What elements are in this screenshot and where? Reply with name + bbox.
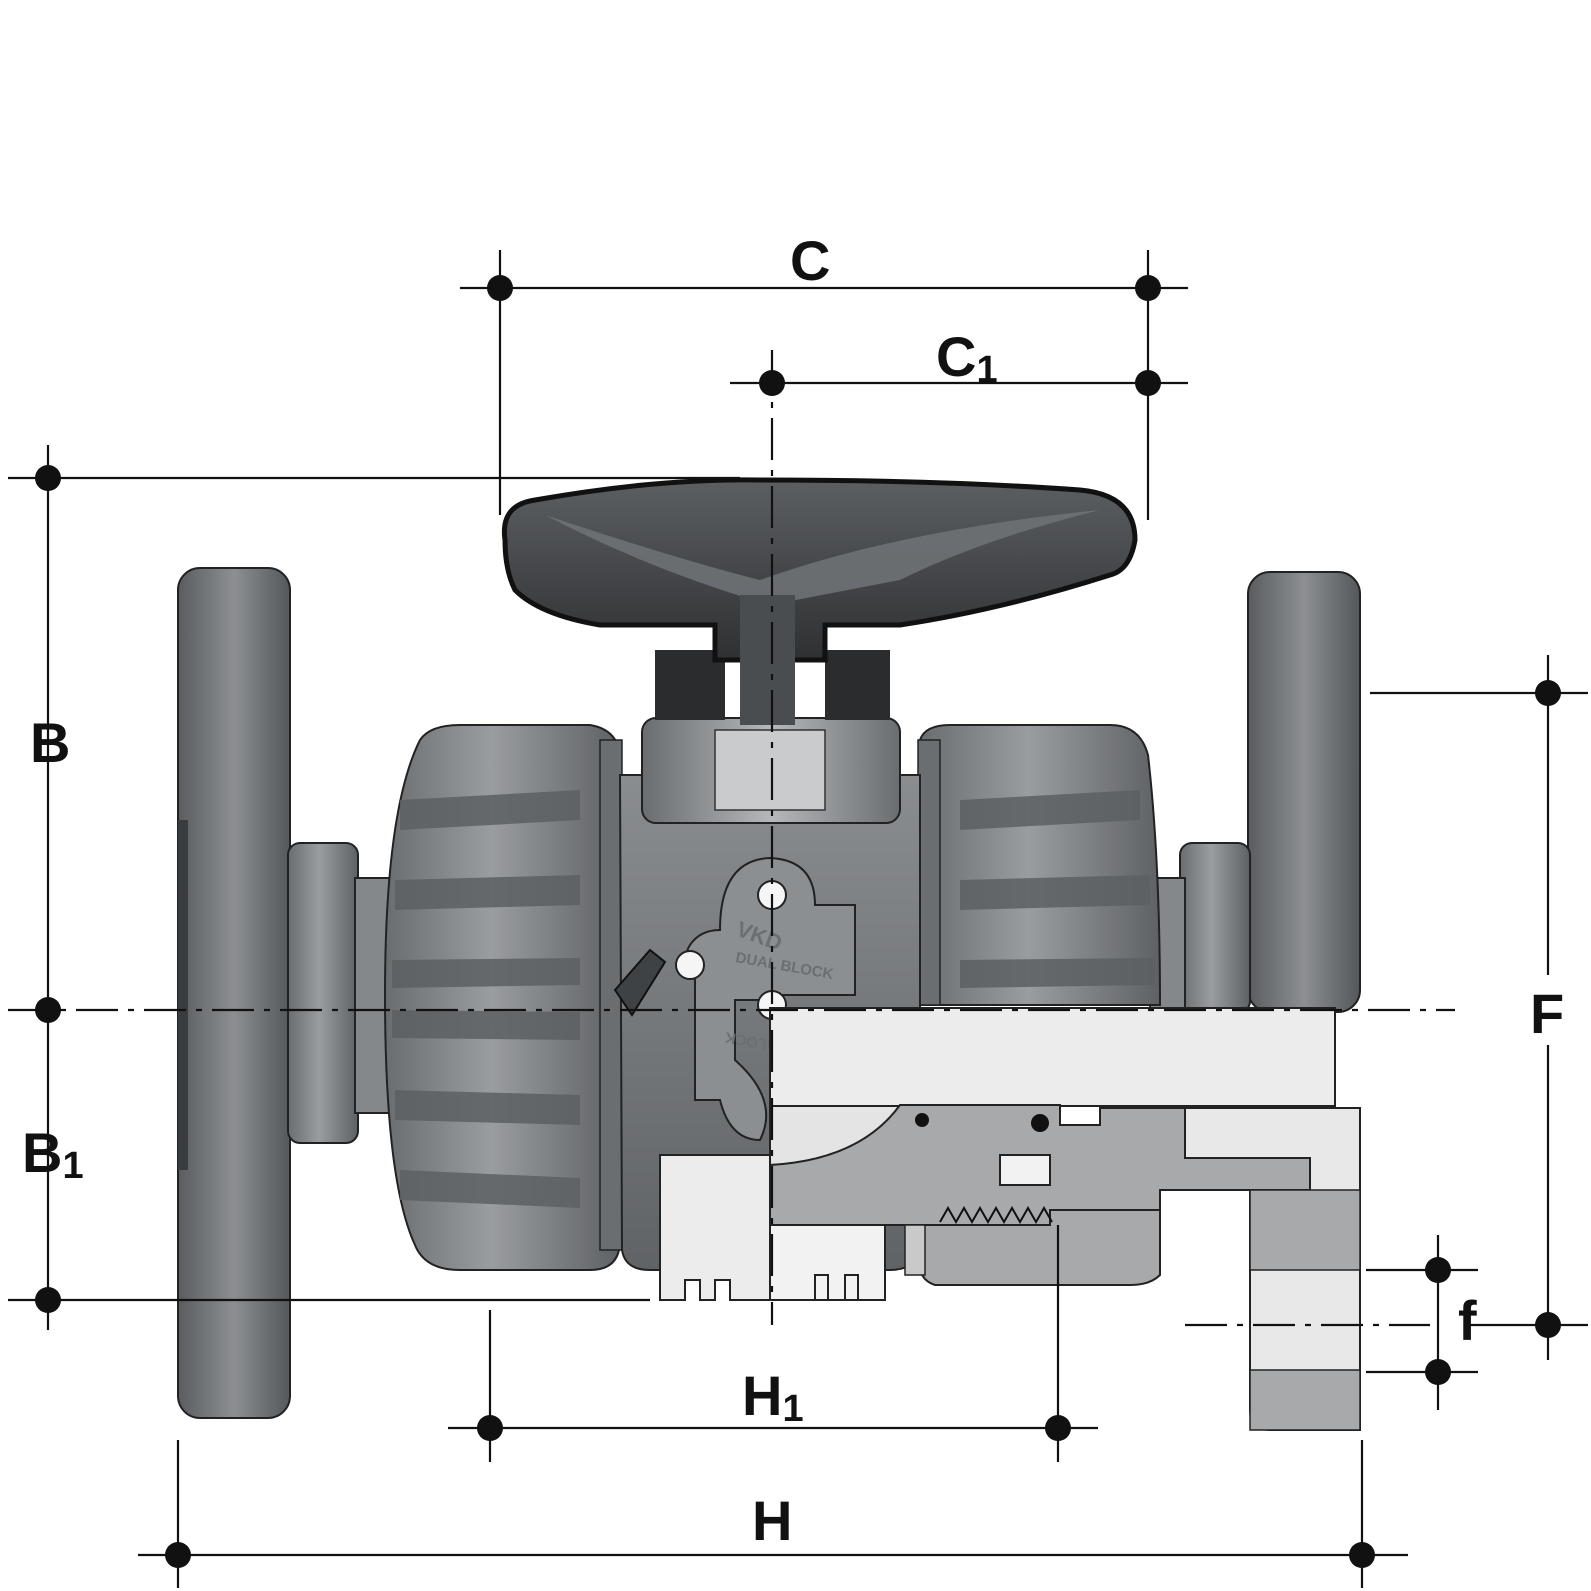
o-ring-1 [915, 1113, 929, 1127]
section-thread-base [904, 1224, 926, 1276]
dim-c-end [1135, 275, 1161, 301]
left-spigot [287, 842, 359, 1144]
right-flange [1247, 571, 1361, 1013]
right-spigot [1179, 842, 1251, 1014]
section-teeth [814, 1274, 859, 1300]
dim-b-center [35, 997, 61, 1023]
dim-label-f: F [1530, 982, 1564, 1045]
dim-h-start [165, 1542, 191, 1568]
stem-collar [714, 729, 826, 811]
left-flange [177, 567, 291, 1419]
dim-f-top [1535, 680, 1561, 706]
dim-label-f-small: f [1458, 1289, 1477, 1352]
section-flange-dark [1249, 1189, 1361, 1271]
dim-h1-end [1045, 1415, 1071, 1441]
dim-label-h1: H1 [742, 1364, 804, 1430]
right-nut-teeth [917, 739, 941, 1006]
section-thread [939, 1205, 1053, 1225]
section-bore [769, 1007, 1336, 1107]
dim-label-c1: C1 [936, 325, 998, 391]
dim-b1-bottom [35, 1287, 61, 1313]
handle-stem [740, 595, 795, 725]
body-foot-left [659, 1154, 771, 1301]
dim-b-top [35, 465, 61, 491]
dim-c1-end [1135, 370, 1161, 396]
dim-label-c: C [790, 229, 830, 292]
dim-f-bottom [1535, 1312, 1561, 1338]
left-union-nut [383, 724, 621, 1271]
dimensions: C C1 B B1 F f H1 [8, 229, 1588, 1588]
dim-label-b: B [30, 711, 70, 774]
dim-f-small-bottom [1425, 1359, 1451, 1385]
right-nut-ribs [960, 790, 1155, 988]
left-nut-ribs [392, 790, 580, 1208]
cross-section [769, 1007, 1361, 1431]
dim-c1-start [759, 370, 785, 396]
center-lines [8, 350, 1455, 1327]
valve-body-illustration: VKD DUAL BLOCK BLOCK [177, 477, 1361, 1431]
plate-hole-side [675, 950, 705, 980]
section-insert [999, 1154, 1051, 1186]
dim-c-start [487, 275, 513, 301]
dim-f-small-top [1425, 1257, 1451, 1283]
dim-h1-start [477, 1415, 503, 1441]
lock-lever [613, 948, 667, 1017]
dim-label-h: H [752, 1489, 792, 1552]
left-flange-face [178, 820, 188, 1170]
o-ring-2 [1031, 1114, 1049, 1132]
handle-inner-face [545, 510, 1100, 605]
dim-label-b1: B1 [22, 1121, 84, 1187]
section-flange-band [1249, 1369, 1361, 1431]
stem-neck-right [825, 650, 890, 720]
dim-h-end [1349, 1542, 1375, 1568]
